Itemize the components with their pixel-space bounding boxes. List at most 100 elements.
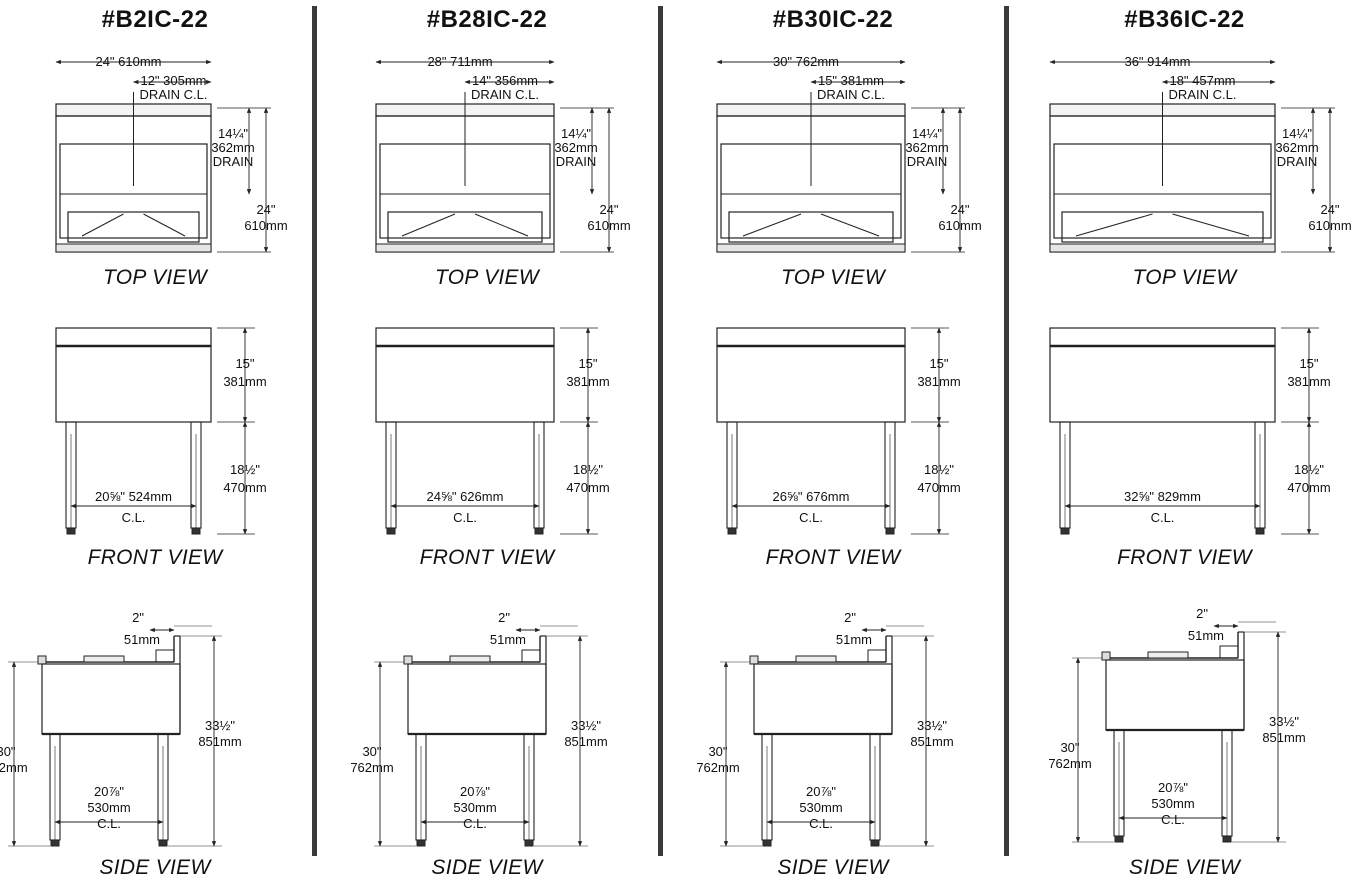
front-drainboard-lip [55,327,212,347]
front-view-label: FRONT VIEW [1117,546,1252,569]
drain-label: DRAIN [1277,154,1317,169]
depth-mm-label: 610mm [938,218,981,233]
side-tub-body [41,663,181,735]
front-tub-body [55,345,212,423]
overall-height-mm-label: 851mm [564,734,607,749]
shelf-brace [474,213,529,237]
left-foot [1060,527,1070,535]
shelf-brace [820,213,880,237]
front-tub-body [716,345,906,423]
side-front-roll [37,655,47,665]
side-cl-in-label: 20⅞" [806,784,836,799]
drain-offset-label: 18" 457mm [1169,73,1235,88]
leg-height-mm-label: 470mm [1287,480,1330,495]
right-foot [191,527,201,535]
drain-offset-label: 12" 305mm [140,73,206,88]
bottom-shelf [728,211,894,243]
left-foot [386,527,396,535]
side-front-foot [1114,835,1124,843]
side-rear-foot [1222,835,1232,843]
front-rail [55,243,212,253]
front-tub-body [1049,345,1276,423]
side-front-roll [1101,651,1111,661]
overall-width-label: 28" 711mm [427,54,492,69]
side-backsplash-base [521,649,541,663]
shelf-brace [143,213,186,237]
side-cl-label: C.L. [463,816,487,831]
side-drainboard-rib [1147,651,1189,659]
leg-height-mm-label: 470mm [566,480,609,495]
depth-mm-label: 610mm [1308,218,1351,233]
bottom-shelf [1061,211,1264,243]
drain-cl-label: DRAIN C.L. [817,87,885,102]
side-front-foot [762,839,772,847]
splash-in-label: 2" [844,610,856,625]
side-tub-body [1105,659,1245,731]
depth-mm-label: 610mm [587,218,630,233]
bottom-shelf [67,211,200,243]
overall-width-label: 30" 762mm [773,54,839,69]
tub-height-mm-label: 381mm [917,374,960,389]
height-in-label: 30" [708,744,727,759]
tub-height-in-label: 15" [578,356,597,371]
overall-height-mm-label: 851mm [910,734,953,749]
side-cl-mm-label: 530mm [87,800,130,815]
height-mm-label: 762mm [350,760,393,775]
drain-cl-label: DRAIN C.L. [471,87,539,102]
leg-height-mm-label: 470mm [223,480,266,495]
side-cl-in-label: 20⅞" [94,784,124,799]
height-mm-label: 762mm [0,760,28,775]
side-cl-mm-label: 530mm [453,800,496,815]
column-divider [658,6,663,856]
left-foot [66,527,76,535]
side-backsplash-base [1219,645,1239,659]
height-in-label: 30" [0,744,16,759]
leg-height-in-label: 18½" [573,462,603,477]
shelf-brace [742,213,802,237]
side-view-label: SIDE VIEW [777,856,889,879]
drain-depth-mm-label: 362mm [905,140,948,155]
shelf-brace [81,213,124,237]
drain-cl-label: DRAIN C.L. [1169,87,1237,102]
side-cl-in-label: 20⅞" [460,784,490,799]
top-view-label: TOP VIEW [1132,266,1237,289]
side-tub-body [407,663,547,735]
column-divider [1004,6,1009,856]
side-cl-in-label: 20⅞" [1158,780,1188,795]
model-title: #B28IC-22 [426,6,548,33]
drain-label: DRAIN [213,154,253,169]
side-view-label: SIDE VIEW [1128,856,1241,879]
tub-height-in-label: 15" [1299,356,1318,371]
splash-mm-label: 51mm [1188,628,1224,643]
front-cl-label: C.L. [1151,510,1175,525]
splash-mm-label: 51mm [124,632,160,647]
leg-height-in-label: 18½" [924,462,954,477]
drain-offset-label: 15" 381mm [818,73,884,88]
tub-height-mm-label: 381mm [1287,374,1330,389]
tub-height-in-label: 15" [929,356,948,371]
drain-label: DRAIN [907,154,947,169]
front-rail [716,243,906,253]
shelf-brace [1075,213,1153,237]
right-foot [885,527,895,535]
front-cl-label: C.L. [453,510,477,525]
side-drainboard-rib [449,655,491,663]
overall-height-mm-label: 851mm [198,734,241,749]
leg-height-in-label: 18½" [1294,462,1324,477]
overall-height-in-label: 33½" [205,718,235,733]
side-rear-foot [158,839,168,847]
side-front-foot [50,839,60,847]
depth-in-label: 24" [950,202,969,217]
side-backsplash-base [155,649,175,663]
side-cl-mm-label: 530mm [1151,796,1194,811]
overall-width-label: 24" 610mm [95,54,161,69]
side-cl-mm-label: 530mm [799,800,842,815]
drain-depth-in-label: 14¼" [561,126,591,141]
side-cl-label: C.L. [97,816,121,831]
side-backsplash-base [867,649,887,663]
front-cl-label: C.L. [122,510,146,525]
